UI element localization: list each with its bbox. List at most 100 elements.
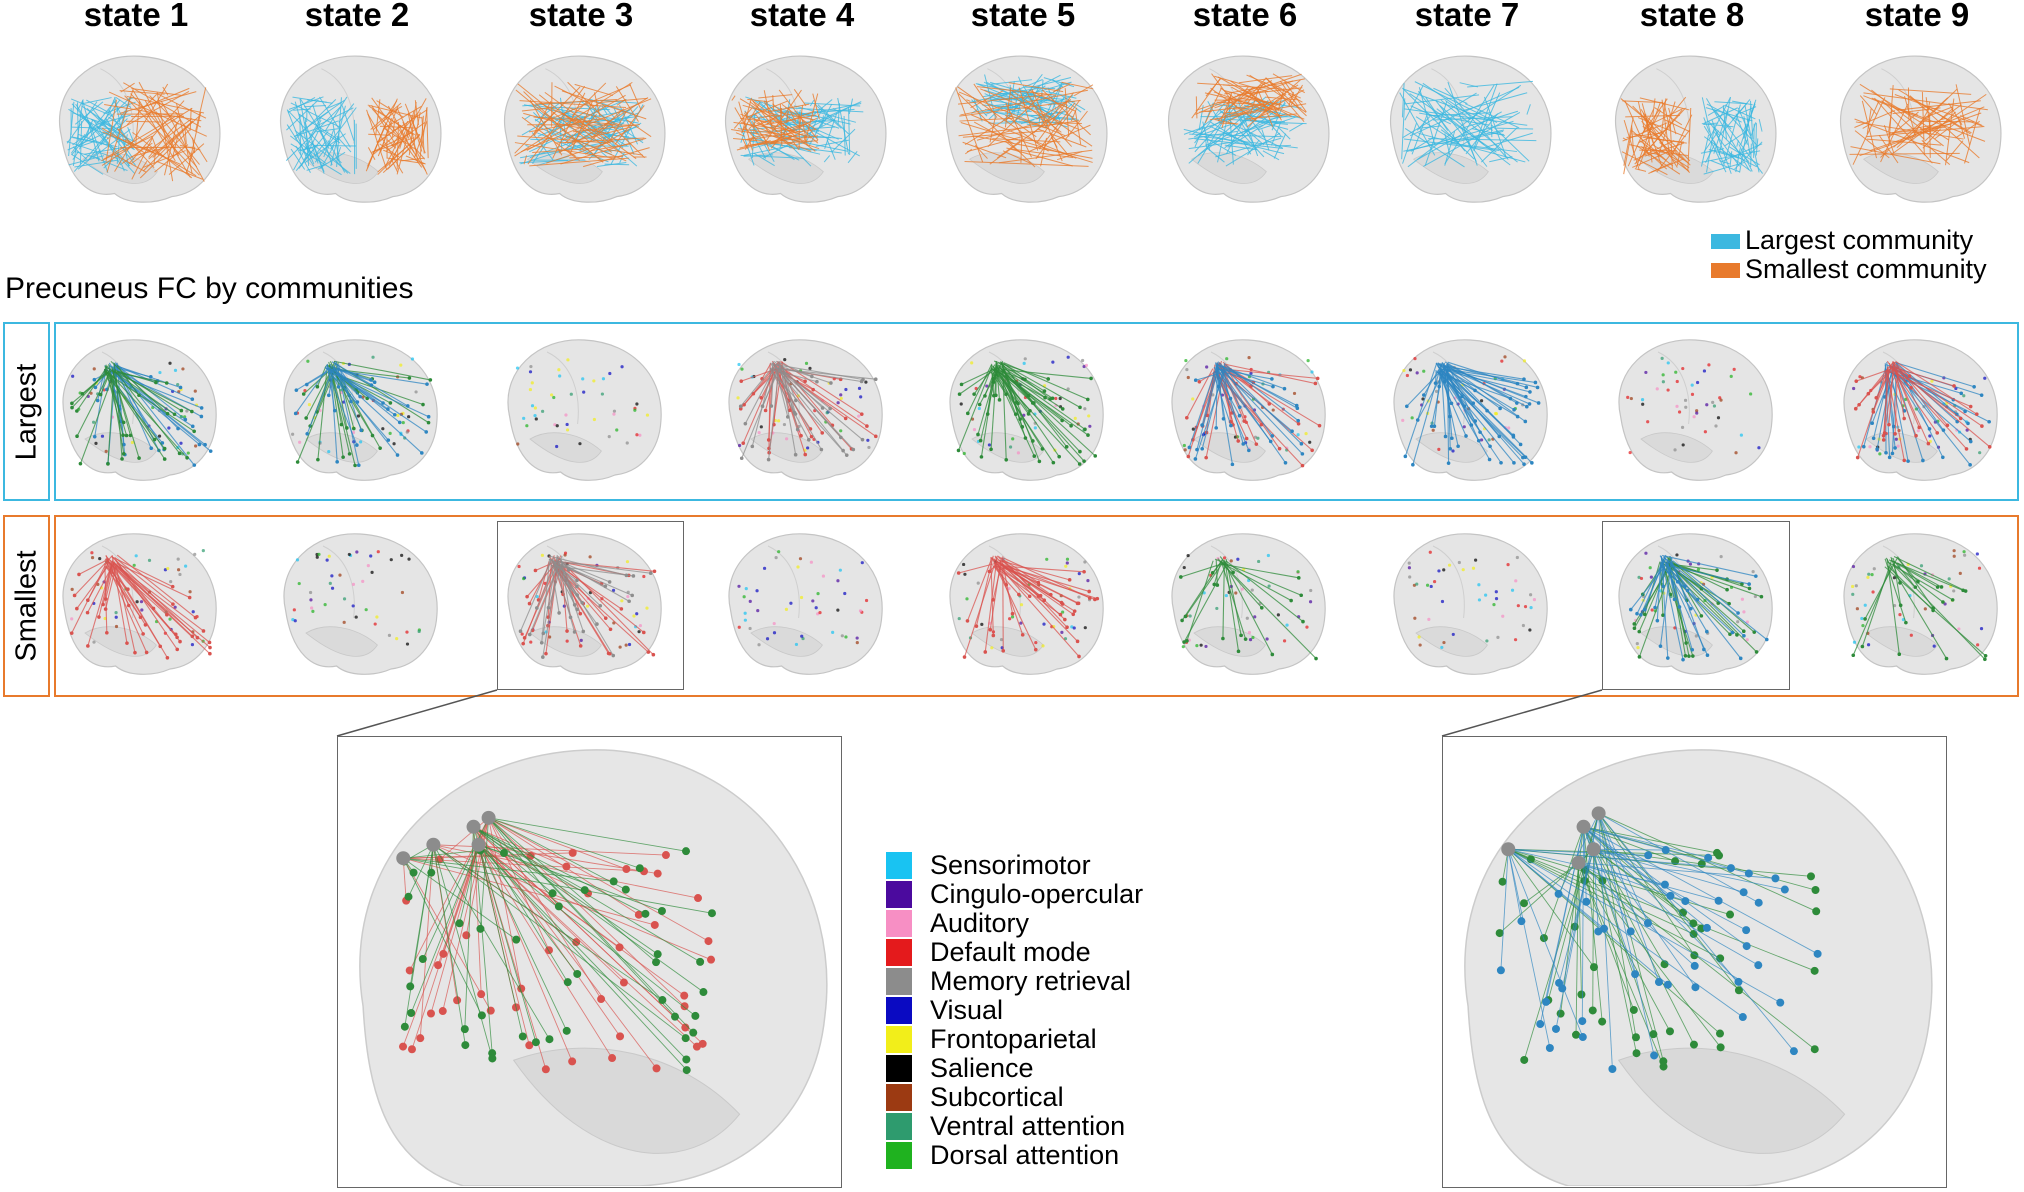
node — [956, 571, 961, 575]
node — [977, 406, 981, 411]
node — [1494, 411, 1498, 416]
node — [1932, 644, 1936, 648]
zoom-connection-line — [1583, 826, 1708, 929]
connection-line — [1215, 559, 1218, 586]
precuneus-brain-state-4 — [728, 533, 883, 675]
node — [633, 408, 637, 412]
node — [1315, 376, 1320, 381]
node — [1684, 641, 1688, 645]
connection-line — [600, 150, 609, 158]
zoom-node — [426, 1009, 435, 1018]
connection-line — [78, 560, 106, 575]
node — [376, 550, 380, 554]
node — [1884, 450, 1888, 455]
node — [1408, 368, 1413, 372]
node — [1294, 403, 1299, 408]
node — [1513, 638, 1518, 642]
network-legend-swatch — [886, 881, 912, 908]
node — [1736, 611, 1740, 615]
connection-line — [1636, 145, 1681, 175]
node — [527, 632, 532, 637]
zoom-node — [1520, 1055, 1529, 1064]
community-brain-state-1 — [59, 55, 221, 203]
node — [101, 602, 105, 607]
connection-line — [1641, 98, 1668, 135]
connection-line — [290, 148, 306, 170]
connection-line — [996, 364, 1060, 457]
node — [1031, 439, 1035, 443]
node — [1523, 419, 1528, 424]
node — [92, 640, 96, 644]
node — [985, 384, 989, 388]
connection-line — [1489, 156, 1513, 163]
connection-line — [1861, 557, 1893, 647]
node — [1086, 579, 1090, 583]
node — [866, 438, 870, 442]
connection-line — [367, 113, 404, 174]
connection-line — [1002, 150, 1031, 164]
node — [1292, 391, 1297, 396]
connection-line — [1215, 367, 1272, 442]
connection-line — [1026, 91, 1047, 129]
node — [1237, 405, 1242, 409]
connection-line — [1700, 134, 1710, 167]
node — [799, 595, 804, 600]
zoom-connection-line — [1508, 848, 1781, 1004]
cerebellum-shape — [1865, 626, 1938, 657]
connection-line — [295, 99, 337, 140]
connection-line — [587, 123, 628, 147]
node — [755, 589, 759, 593]
node — [1185, 415, 1189, 420]
node — [1661, 373, 1665, 377]
connection-line — [72, 151, 79, 160]
connection-line — [959, 99, 1081, 117]
connection-line — [126, 120, 161, 123]
node — [375, 615, 379, 619]
node — [95, 398, 100, 403]
node — [1523, 605, 1528, 609]
zoom-node — [661, 851, 670, 860]
node — [1442, 568, 1446, 572]
connection-line — [1216, 364, 1231, 399]
connection-line — [997, 364, 1085, 462]
node — [135, 600, 139, 604]
node — [1860, 616, 1864, 621]
connection-line — [1855, 361, 1894, 410]
node — [147, 558, 152, 563]
node — [1048, 592, 1053, 597]
node — [1893, 446, 1897, 450]
node — [1008, 617, 1012, 621]
node — [138, 615, 143, 620]
node — [533, 406, 537, 410]
node — [208, 449, 213, 453]
node — [1648, 566, 1652, 570]
node — [1500, 359, 1504, 363]
node — [804, 361, 809, 365]
connection-line — [560, 561, 610, 583]
connection-line — [1467, 80, 1533, 88]
connection-line — [1406, 120, 1514, 152]
node — [381, 427, 385, 431]
zoom-node — [1649, 1030, 1658, 1039]
connection-line — [1646, 116, 1691, 162]
node — [191, 610, 195, 614]
node — [315, 555, 319, 559]
connection-line — [1640, 108, 1678, 168]
node — [974, 624, 979, 628]
row-label-smallest: Smallest — [3, 515, 50, 697]
community-brain-state-4 — [725, 55, 887, 203]
node — [1442, 640, 1446, 645]
node — [1077, 595, 1081, 599]
connection-line — [101, 127, 146, 154]
node — [157, 434, 162, 438]
node — [1510, 588, 1515, 592]
connection-line — [119, 90, 165, 95]
zoom-connection-line — [478, 844, 568, 1032]
connection-line — [76, 99, 84, 111]
connection-line — [958, 122, 1062, 137]
node — [134, 554, 138, 558]
connection-line — [1708, 96, 1731, 141]
node — [1479, 399, 1484, 403]
connection-line — [333, 369, 427, 433]
node — [618, 645, 622, 649]
